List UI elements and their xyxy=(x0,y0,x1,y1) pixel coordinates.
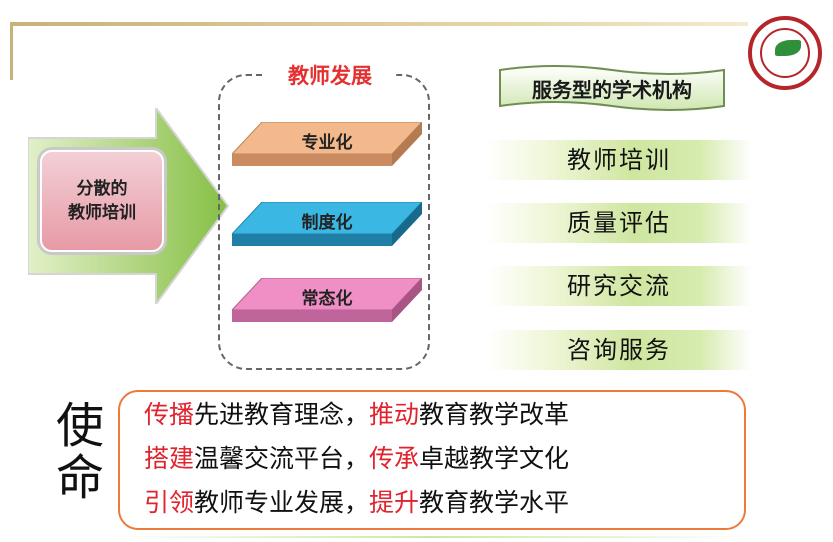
mission-verb: 搭建 xyxy=(144,444,195,473)
mission-label-text: 使命 xyxy=(52,400,108,504)
mission-label-char: 使 xyxy=(55,398,104,454)
seal-leaf-emblem xyxy=(775,40,801,56)
mission-label-char: 命 xyxy=(55,450,104,506)
institution-title: 服务型的学术机构 xyxy=(532,78,692,102)
slab-label: 专业化 xyxy=(301,133,353,153)
mission-text: 教师专业发展， xyxy=(194,488,370,517)
slab-institutionalization: 制度化 xyxy=(230,201,424,252)
left-divider xyxy=(10,22,13,80)
development-title: 教师发展 xyxy=(266,62,394,90)
mission-verb: 引领 xyxy=(144,488,195,517)
mission-text: 卓越教学文化 xyxy=(419,444,570,473)
mission-box: 传播先进教育理念，推动教育教学改革 搭建温馨交流平台，传承卓越教学文化 引领教师… xyxy=(118,390,746,530)
service-item: 质量评估 xyxy=(486,203,752,243)
institution-banner xyxy=(499,65,725,111)
mission-line: 传播先进教育理念，推动教育教学改革 xyxy=(144,398,569,432)
mission-line: 搭建温馨交流平台，传承卓越教学文化 xyxy=(144,442,569,476)
seal-inner-ring xyxy=(760,28,810,78)
top-divider xyxy=(10,22,748,26)
mission-text: 温馨交流平台， xyxy=(194,444,370,473)
mission-text: 教育教学水平 xyxy=(419,488,570,517)
slab-label: 制度化 xyxy=(301,213,353,233)
scattered-training-box: 分散的 教师培训 xyxy=(40,150,164,252)
mission-verb: 传承 xyxy=(369,444,420,473)
slab-normalization: 常态化 xyxy=(230,277,424,328)
mission-verb: 推动 xyxy=(369,400,420,429)
source-line-2: 教师培训 xyxy=(68,203,136,223)
mission-text: 先进教育理念， xyxy=(194,400,370,429)
mission-verb: 提升 xyxy=(369,488,420,517)
service-item: 研究交流 xyxy=(486,266,752,306)
slab-label: 常态化 xyxy=(301,289,353,309)
mission-verb: 传播 xyxy=(144,400,195,429)
source-line-1: 分散的 xyxy=(76,179,128,199)
bottom-divider xyxy=(110,536,750,538)
slab-professionalization: 专业化 xyxy=(230,121,424,172)
mission-line: 引领教师专业发展，提升教育教学水平 xyxy=(144,486,569,520)
university-seal-icon xyxy=(748,16,822,90)
mission-text: 教育教学改革 xyxy=(419,400,570,429)
service-item: 教师培训 xyxy=(486,140,752,180)
service-item: 咨询服务 xyxy=(486,330,752,370)
mission-label: 使命 xyxy=(52,400,108,504)
